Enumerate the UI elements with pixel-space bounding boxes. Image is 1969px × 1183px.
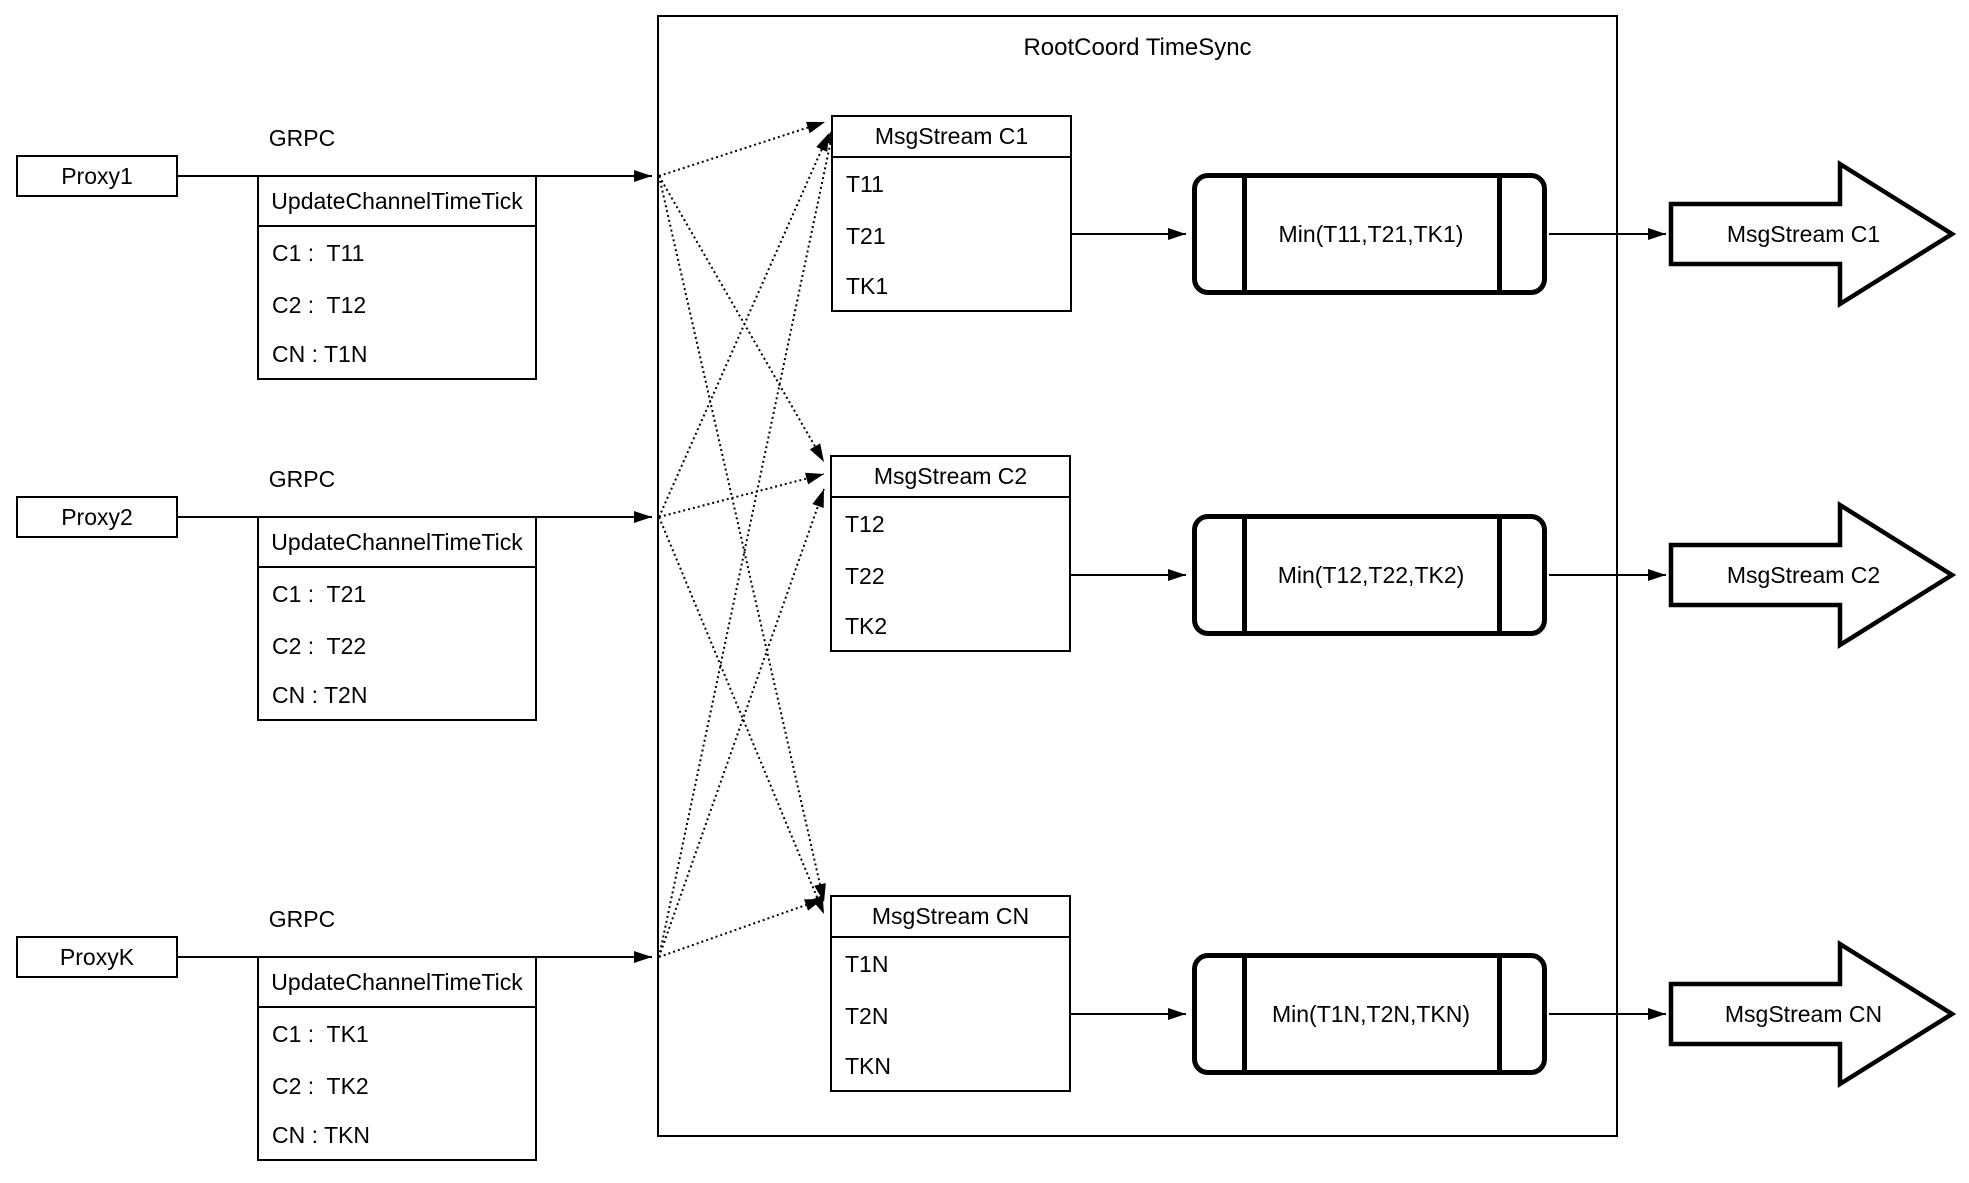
msgstream-table-c1-row: T11: [846, 170, 884, 197]
min-capsule-1: Min(T11,T21,TK1): [1192, 173, 1547, 295]
proxyk-label: ProxyK: [59, 943, 135, 970]
msgstream-table-cn-row: TKN: [845, 1052, 891, 1079]
update-table-1-row: CN : T1N: [272, 341, 368, 367]
proxyk-box: ProxyK: [16, 936, 178, 978]
msgstream-table-c2: MsgStream C2 T12 T22 TK2: [830, 455, 1071, 652]
grpc-label-1: GRPC: [268, 124, 336, 151]
proxy2-label: Proxy2: [61, 503, 133, 530]
min-capsule-3: Min(T1N,T2N,TKN): [1192, 953, 1547, 1075]
msgstream-table-cn-row: T2N: [845, 1002, 889, 1029]
capsule-divider: [1497, 519, 1502, 631]
update-table-1: UpdateChannelTimeTick C1 : T11 C2 : T12 …: [257, 175, 537, 380]
rootcoord-container: [657, 15, 1618, 1137]
msgstream-table-c1-row: TK1: [846, 272, 889, 299]
msgstream-table-c2-row: TK2: [845, 612, 888, 639]
out-arrow-label-c2: MsgStream C2: [1726, 561, 1881, 588]
min-label-2: Min(T12,T22,TK2): [1277, 561, 1465, 588]
dotted-p2-cn: [658, 516, 825, 915]
capsule-divider: [1242, 519, 1247, 631]
msgstream-table-c1-header: MsgStream C1: [833, 117, 1070, 158]
capsule-divider: [1497, 178, 1502, 290]
capsule-divider: [1497, 958, 1502, 1070]
proxy2-box: Proxy2: [16, 496, 178, 538]
update-table-1-row: C2 : T12: [272, 291, 367, 318]
msgstream-table-c2-header: MsgStream C2: [832, 457, 1069, 498]
msgstream-table-c2-row: T12: [845, 510, 885, 537]
dotted-p1-cn: [658, 175, 826, 903]
dotted-p3-c1: [658, 125, 837, 958]
msgstream-table-cn: MsgStream CN T1N T2N TKN: [830, 895, 1071, 1092]
dotted-p2-c2: [658, 472, 825, 518]
grpc-label-3: GRPC: [268, 905, 336, 932]
msgstream-table-c2-row: T22: [845, 562, 885, 589]
out-arrow-shape-c2: [1668, 500, 1957, 650]
msgstream-table-c1-row: T21: [846, 222, 886, 249]
dotted-p1-c1: [658, 121, 826, 177]
update-table-1-header: UpdateChannelTimeTick: [259, 177, 535, 227]
msgstream-table-cn-row: T1N: [845, 950, 889, 977]
rootcoord-title: RootCoord TimeSync: [1023, 34, 1252, 61]
update-table-2-row: CN : T2N: [272, 682, 368, 708]
msgstream-table-cn-header: MsgStream CN: [832, 897, 1069, 938]
update-table-3-header: UpdateChannelTimeTick: [259, 958, 535, 1008]
update-table-3-row: C1 : TK1: [272, 1020, 369, 1047]
update-table-2-row: C2 : T22: [272, 632, 367, 659]
dotted-p3-cn: [658, 898, 824, 958]
update-table-2-row: C1 : T21: [272, 580, 367, 607]
out-arrow-label-c1: MsgStream C1: [1726, 220, 1881, 247]
update-table-3-row: C2 : TK2: [272, 1072, 369, 1099]
min-label-3: Min(T1N,T2N,TKN): [1271, 1000, 1471, 1027]
out-arrow-shape-c1: [1668, 159, 1957, 309]
capsule-divider: [1242, 958, 1247, 1070]
update-table-2-header: UpdateChannelTimeTick: [259, 518, 535, 568]
msgstream-table-c1: MsgStream C1 T11 T21 TK1: [831, 115, 1072, 312]
grpc-label-2: GRPC: [268, 465, 336, 492]
update-table-3: UpdateChannelTimeTick C1 : TK1 C2 : TK2 …: [257, 956, 537, 1161]
min-capsule-2: Min(T12,T22,TK2): [1192, 514, 1547, 636]
capsule-divider: [1242, 178, 1247, 290]
update-table-2: UpdateChannelTimeTick C1 : T21 C2 : T22 …: [257, 516, 537, 721]
proxy1-box: Proxy1: [16, 155, 178, 197]
dotted-p1-c2: [658, 175, 825, 463]
out-arrow-label-cn: MsgStream CN: [1724, 1000, 1883, 1027]
proxy1-label: Proxy1: [61, 162, 133, 189]
min-label-1: Min(T11,T21,TK1): [1278, 220, 1464, 247]
out-arrow-shape-cn: [1668, 939, 1957, 1089]
update-table-3-row: CN : TKN: [272, 1122, 370, 1148]
update-table-1-row: C1 : T11: [272, 239, 365, 266]
